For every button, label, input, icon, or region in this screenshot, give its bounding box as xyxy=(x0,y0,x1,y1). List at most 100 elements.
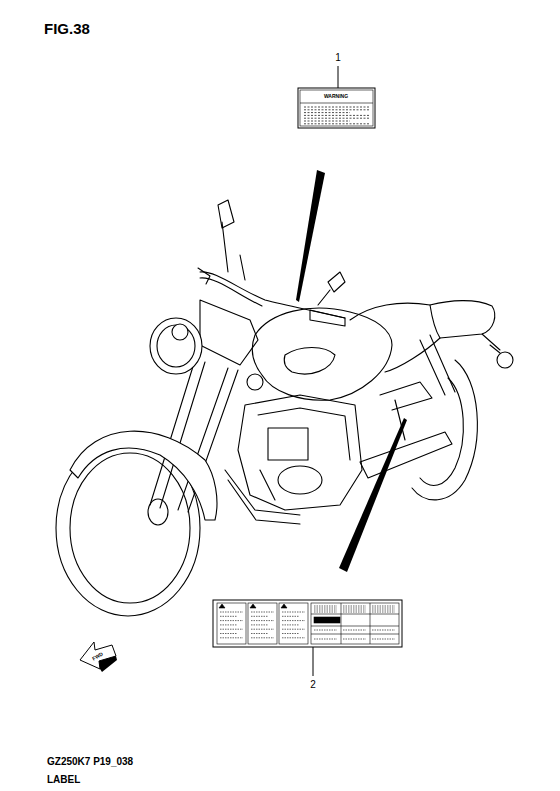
caution-label-sheet xyxy=(251,629,274,630)
caution-label-sheet xyxy=(311,626,399,627)
warning-label-sheet xyxy=(300,103,373,104)
caution-label-sheet xyxy=(370,603,371,644)
caution-label-sheet xyxy=(282,624,299,625)
fuel-tank xyxy=(252,308,392,400)
front-fender xyxy=(70,431,217,520)
caution-label-sheet xyxy=(311,634,399,635)
handlebar xyxy=(310,310,345,326)
caution-label-sheet xyxy=(282,612,305,613)
caution-label-sheet xyxy=(217,603,399,644)
figure-caption: LABEL xyxy=(47,775,80,785)
engine xyxy=(268,428,308,460)
warning-label-sheet xyxy=(300,90,373,126)
leader-line xyxy=(338,66,339,88)
caution-label-sheet xyxy=(343,608,366,609)
caution-label-sheet xyxy=(343,639,366,640)
caution-label-sheet xyxy=(279,603,308,644)
warning-label-sheet xyxy=(304,123,369,124)
handlebar xyxy=(198,200,345,326)
caution-label-sheet xyxy=(251,633,268,634)
caution-label-sheet xyxy=(250,604,256,608)
front-wheel xyxy=(70,453,190,603)
rear-wheel xyxy=(420,378,463,485)
parts-illustration xyxy=(56,200,513,616)
seat xyxy=(497,352,513,368)
caution-label-sheet xyxy=(220,633,237,634)
frame xyxy=(360,432,452,478)
caution-label-sheet xyxy=(220,629,243,630)
caution-label-sheet xyxy=(314,610,337,611)
caution-label-sheet xyxy=(372,639,395,640)
caution-label-sheet xyxy=(213,600,402,647)
caution-label-sheet xyxy=(372,630,395,631)
caution-label-sheet xyxy=(314,617,340,623)
handlebar xyxy=(328,272,345,292)
fuel-tank xyxy=(284,348,335,375)
handlebar xyxy=(318,290,330,305)
warning-label-sheet xyxy=(304,112,350,113)
caution-label-sheet xyxy=(251,616,268,617)
warning-label-sheet xyxy=(298,88,375,128)
handlebar xyxy=(222,222,228,272)
caution-label-sheet xyxy=(220,620,243,621)
headlight xyxy=(150,318,202,374)
seat xyxy=(350,301,495,372)
handlebar xyxy=(200,272,345,318)
headlight xyxy=(157,325,195,367)
caution-label-sheet xyxy=(213,600,402,647)
headlight xyxy=(247,374,263,390)
caution-label-sheet xyxy=(251,612,274,613)
caution-label-sheet xyxy=(314,608,337,609)
caution-label-sheet xyxy=(217,603,246,644)
caution-label-sheet xyxy=(282,620,305,621)
front-fork xyxy=(150,360,195,505)
seat xyxy=(350,301,513,372)
warning-label-sheet xyxy=(304,107,369,108)
callout-number: 2 xyxy=(310,680,316,690)
caution-label-sheet xyxy=(343,606,366,607)
engine xyxy=(278,466,322,494)
engine xyxy=(238,395,362,510)
front-wheel xyxy=(148,499,168,525)
caution-label-sheet xyxy=(251,624,268,625)
forward-arrow-icon xyxy=(80,642,117,672)
caution-label-sheet xyxy=(372,608,395,609)
handlebar xyxy=(200,278,262,306)
caution-label-sheet xyxy=(282,616,299,617)
caution-label-sheet xyxy=(220,616,237,617)
callout-number: 1 xyxy=(335,53,341,63)
rear-wheel xyxy=(412,360,477,500)
handlebar xyxy=(218,200,234,228)
rear-wheel xyxy=(412,360,477,500)
handlebar xyxy=(198,268,210,284)
engine xyxy=(225,395,362,524)
caution-label-sheet xyxy=(343,612,366,613)
caution-label-sheet xyxy=(314,630,337,631)
caution-label-sheet xyxy=(311,603,399,644)
leader-line xyxy=(313,646,314,676)
callout-wedge xyxy=(339,418,407,572)
forward-arrow-icon xyxy=(99,656,117,672)
caution-label-sheet xyxy=(372,612,395,613)
figure-title: FIG.38 xyxy=(44,21,90,36)
caution-label-sheet xyxy=(248,603,277,644)
front-fork xyxy=(200,300,258,365)
caution-label-sheet xyxy=(343,610,366,611)
caution-label-sheet xyxy=(311,614,399,615)
warning-label-sheet xyxy=(304,109,369,110)
handlebar xyxy=(240,255,245,280)
label-heading: WARNING xyxy=(324,94,348,99)
caution-label-sheet xyxy=(282,637,305,638)
caution-label-sheet xyxy=(314,612,337,613)
warning-label-sheet xyxy=(304,107,369,124)
caution-label-sheet xyxy=(343,630,366,631)
front-fender xyxy=(70,431,217,520)
warning-label-sheet xyxy=(304,115,369,116)
seat xyxy=(482,334,500,350)
fuel-tank xyxy=(252,308,392,400)
caution-label-sheet xyxy=(220,612,243,613)
caution-label-sheet xyxy=(341,603,342,644)
seat xyxy=(430,305,440,338)
caution-label-sheet xyxy=(314,606,337,607)
